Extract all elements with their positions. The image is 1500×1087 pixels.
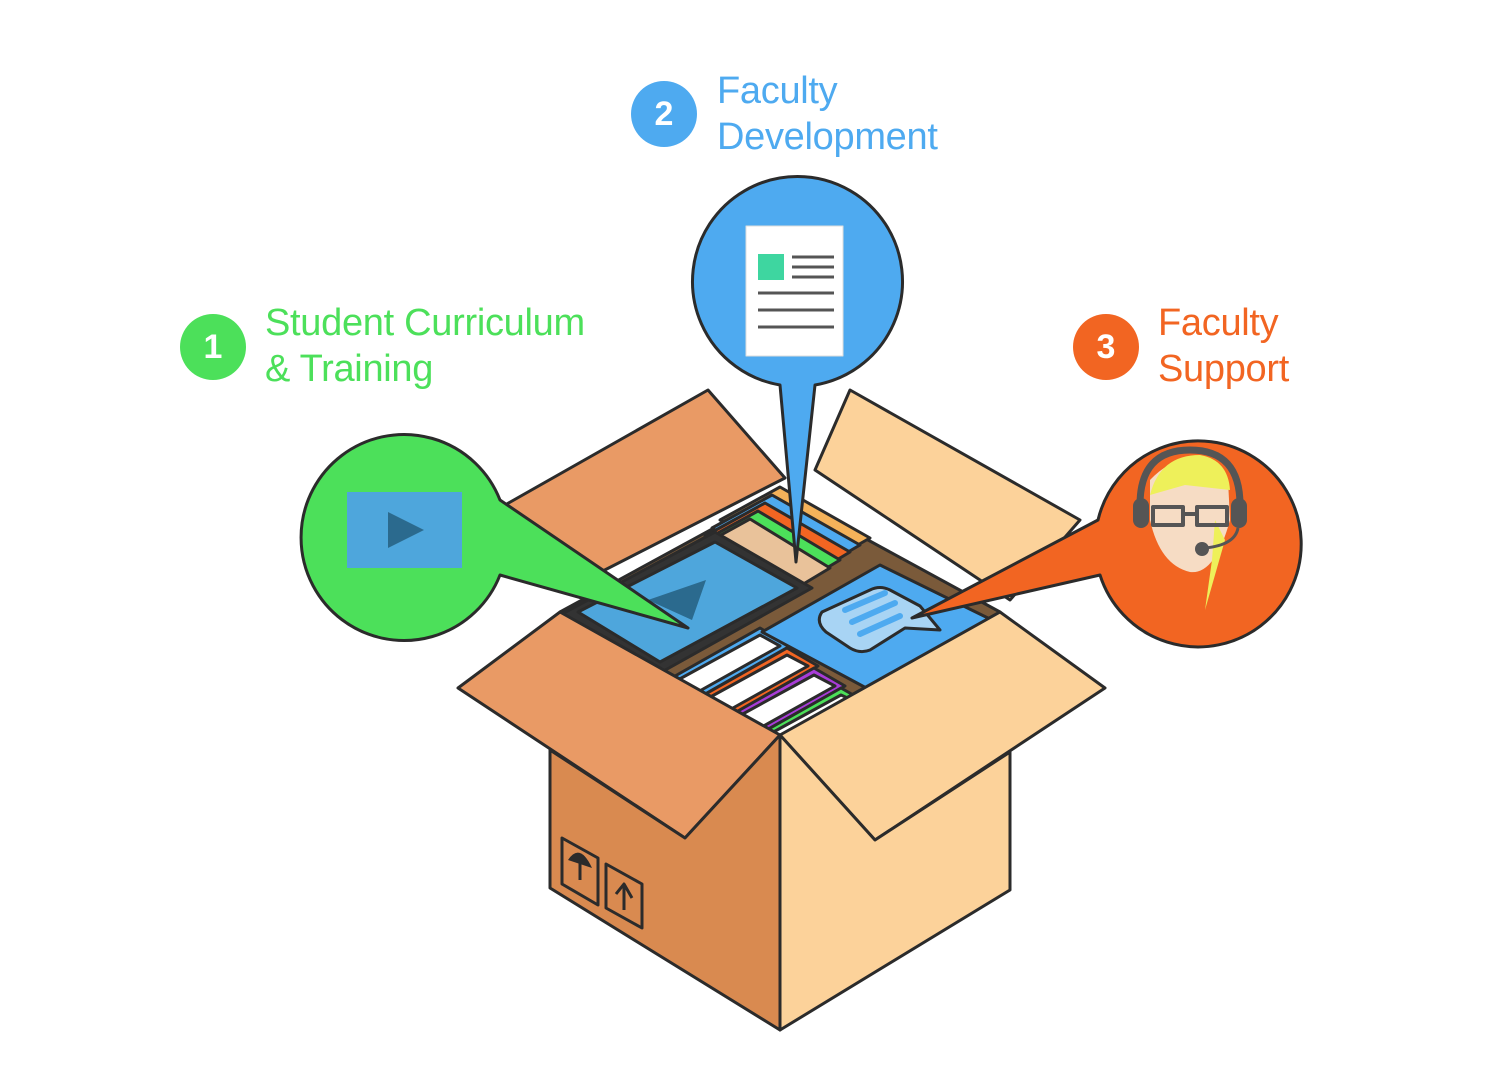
label-faculty-development: Faculty Development <box>717 68 938 160</box>
label-line-1: Faculty <box>717 70 838 112</box>
box-right-side <box>778 733 1012 1032</box>
label-line-2: & Training <box>265 348 434 390</box>
label-student-curriculum: Student Curriculum & Training <box>265 300 585 392</box>
number-badge-1: 1 <box>180 314 246 380</box>
label-line-1: Faculty <box>1158 302 1279 344</box>
support-agent-headset-icon <box>1133 446 1247 610</box>
number-badge-2: 2 <box>631 81 697 147</box>
label-line-1: Student Curriculum <box>265 302 585 344</box>
keep-dry-umbrella-icon <box>560 836 600 907</box>
label-faculty-support: Faculty Support <box>1158 300 1289 392</box>
box-back-right-flap <box>813 388 1082 602</box>
document-icon <box>745 225 844 357</box>
tablet <box>558 530 814 675</box>
callout-faculty-development <box>691 174 904 564</box>
callout-faculty-support <box>910 439 1303 649</box>
this-side-up-arrow-icon <box>604 862 644 930</box>
number-badge-3: 3 <box>1073 314 1139 380</box>
callout-student-curriculum <box>299 433 690 642</box>
label-line-2: Support <box>1158 348 1289 390</box>
label-line-2: Development <box>717 116 938 158</box>
